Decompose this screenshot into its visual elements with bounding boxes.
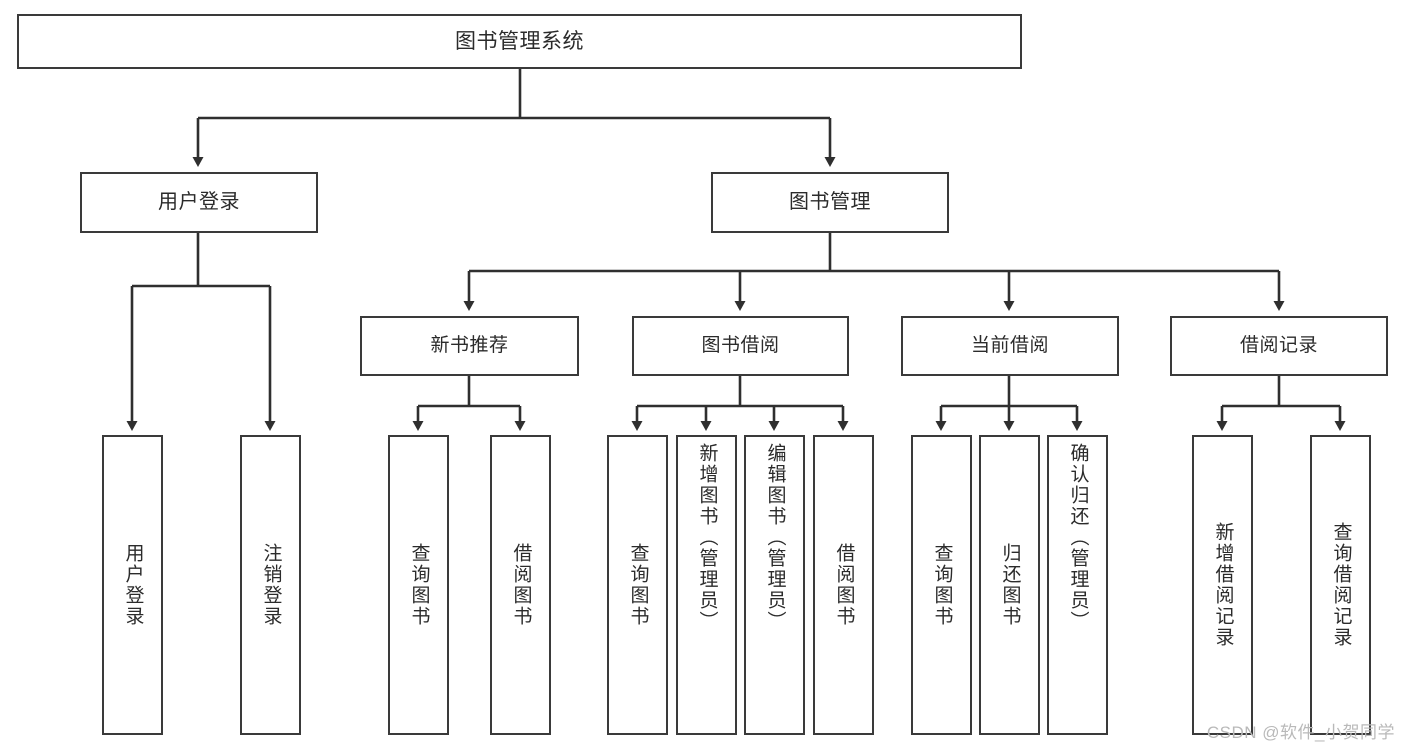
node-label: 用户登录 [158, 191, 240, 214]
node-leaf-logout-login[interactable]: 注销登录 [240, 435, 301, 735]
node-label: 当前借阅 [970, 335, 1049, 357]
node-leaf-borrow-book-2[interactable]: 借阅图书 [813, 435, 874, 735]
node-leaf-confirm-return[interactable]: 确认归还（管理员） [1047, 435, 1108, 735]
node-label: 新增借阅记录 [1212, 522, 1234, 648]
node-label: 借阅图书 [510, 543, 532, 627]
node-label: 新增图书（管理员） [696, 443, 718, 632]
node-label: 注销登录 [260, 543, 282, 627]
node-label: 用户登录 [122, 543, 144, 627]
node-leaf-query-book-2[interactable]: 查询图书 [607, 435, 668, 735]
node-label: 查询图书 [627, 543, 649, 627]
node-label: 查询借阅记录 [1330, 522, 1352, 648]
node-leaf-edit-book[interactable]: 编辑图书（管理员） [744, 435, 805, 735]
node-leaf-query-book-3[interactable]: 查询图书 [911, 435, 972, 735]
node-label: 编辑图书（管理员） [764, 443, 786, 632]
node-label: 归还图书 [999, 543, 1021, 627]
node-leaf-return-book[interactable]: 归还图书 [979, 435, 1040, 735]
node-current-borrow[interactable]: 当前借阅 [901, 316, 1119, 376]
node-leaf-borrow-book-1[interactable]: 借阅图书 [490, 435, 551, 735]
node-label: 图书借阅 [701, 335, 780, 357]
node-label: 查询图书 [931, 543, 953, 627]
node-user-login[interactable]: 用户登录 [80, 172, 318, 233]
node-label: 图书管理系统 [455, 29, 584, 53]
node-book-management[interactable]: 图书管理 [711, 172, 949, 233]
watermark: CSDN @软件_小贺同学 [1206, 723, 1395, 742]
node-label: 借阅图书 [833, 543, 855, 627]
node-book-management-system[interactable]: 图书管理系统 [17, 14, 1022, 69]
node-leaf-query-book-1[interactable]: 查询图书 [388, 435, 449, 735]
node-label: 新书推荐 [430, 335, 509, 357]
node-label: 借阅记录 [1239, 335, 1318, 357]
node-label: 确认归还（管理员） [1067, 443, 1089, 632]
node-leaf-query-borrow-record[interactable]: 查询借阅记录 [1310, 435, 1371, 735]
node-borrow-record[interactable]: 借阅记录 [1170, 316, 1388, 376]
node-leaf-add-borrow-record[interactable]: 新增借阅记录 [1192, 435, 1253, 735]
node-new-book-recommend[interactable]: 新书推荐 [360, 316, 579, 376]
node-book-borrow[interactable]: 图书借阅 [632, 316, 849, 376]
node-label: 图书管理 [789, 191, 871, 214]
node-leaf-user-login[interactable]: 用户登录 [102, 435, 163, 735]
node-leaf-add-book[interactable]: 新增图书（管理员） [676, 435, 737, 735]
node-label: 查询图书 [408, 543, 430, 627]
